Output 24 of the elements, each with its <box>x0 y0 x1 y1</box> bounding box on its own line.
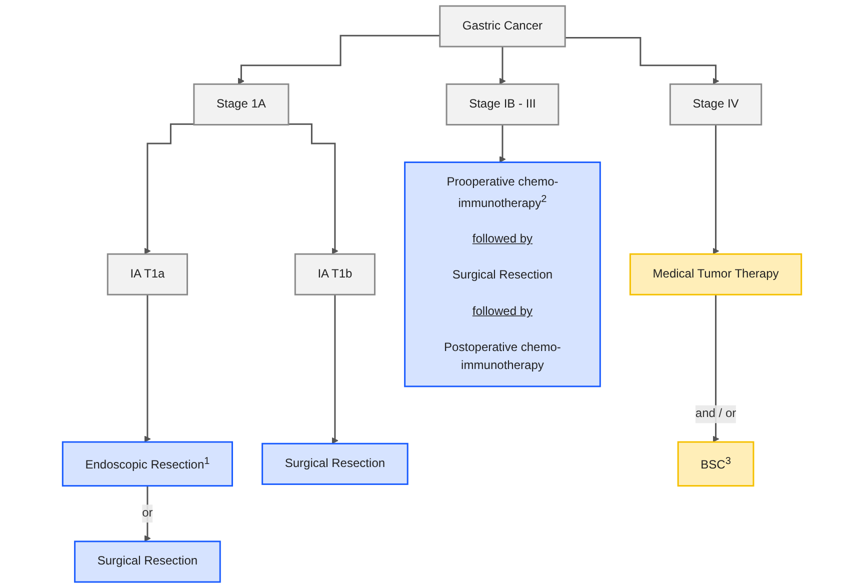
node-box: Surgical Resection <box>262 442 408 485</box>
arrow <box>144 294 151 442</box>
arrow <box>144 123 194 254</box>
node-box: Endoscopic Resection$^{1}$ <box>62 441 233 487</box>
node-box: Stage IV <box>669 83 762 126</box>
edge-label: and / or <box>695 407 736 420</box>
node-box: Gastric Cancer <box>439 5 566 48</box>
node-box: Stage IB - III <box>446 83 560 126</box>
node-box: Surgical Resection <box>74 540 221 583</box>
node-box: Prooperative chemo-immunotherapy$^{2}$ followed by Surgical Resection followed by Postoperative chemo-immunotherapy <box>404 162 601 388</box>
arrow <box>238 34 440 84</box>
arrow <box>499 46 506 84</box>
node-box: IA T1a <box>106 253 188 296</box>
arrow <box>565 37 720 84</box>
arrow <box>712 124 720 254</box>
arrow <box>712 294 720 442</box>
node-box: Medical Tumor Therapy <box>629 253 802 296</box>
arrow <box>288 123 338 254</box>
node-box: IA T1b <box>294 253 376 296</box>
arrow <box>499 124 506 163</box>
edge-label: or <box>142 506 153 520</box>
node-box: Stage 1A <box>193 83 290 126</box>
node-box: BSC$^{3}$ <box>677 441 754 487</box>
arrow <box>332 294 338 444</box>
